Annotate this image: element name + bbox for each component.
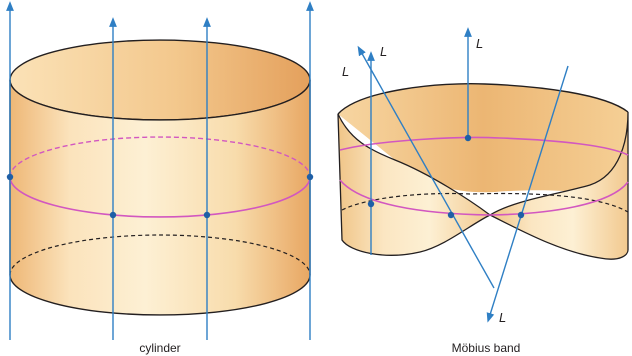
- mobius-band: L L L L Möbius band: [337, 27, 629, 355]
- cylinder-point-front-right: [203, 211, 211, 219]
- cylinder: cylinder: [6, 1, 314, 355]
- mobius-circle-front-right: [489, 181, 629, 216]
- mobius-circle-back: [339, 136, 629, 156]
- mobius-point-diagonal: [447, 211, 455, 219]
- mobius-top-edge: [337, 83, 629, 115]
- mobius-point-right: [517, 211, 525, 219]
- mobius-circle-front-left: [339, 179, 491, 216]
- cylinder-point-front-left: [109, 211, 117, 219]
- mobius-point-center: [464, 134, 472, 142]
- cylinder-circle-back: [9, 136, 311, 178]
- mobius-line-diagonal-right: [486, 65, 569, 323]
- cylinder-point-right: [306, 173, 314, 181]
- cylinder-caption: cylinder: [139, 341, 180, 355]
- mobius-line-diagonal-left: [357, 45, 495, 289]
- line-label-upper-left: L: [342, 64, 349, 79]
- cylinder-point-left: [6, 173, 14, 181]
- cylinder-bottom-back-edge: [9, 234, 311, 276]
- mobius-caption: Möbius band: [452, 341, 521, 355]
- cylinder-circle-front: [9, 176, 311, 218]
- line-label-top-center: L: [476, 36, 483, 51]
- mobius-point-left: [367, 200, 375, 208]
- line-label-upper-middle: L: [380, 44, 387, 59]
- line-label-bottom: L: [499, 310, 506, 325]
- mobius-back-surface: [338, 83, 628, 205]
